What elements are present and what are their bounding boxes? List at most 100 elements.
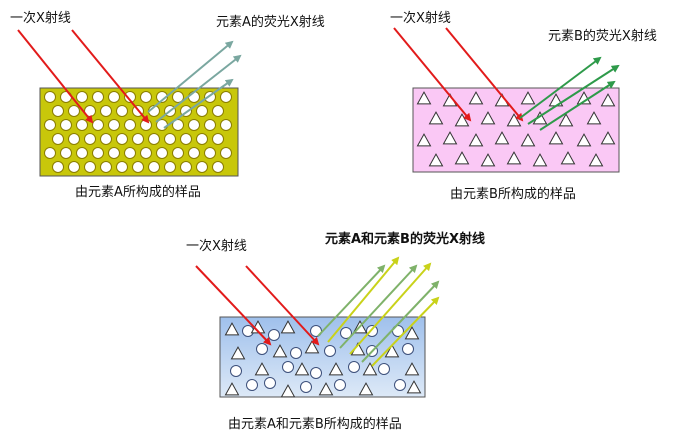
element-a-particle <box>204 147 216 159</box>
element-b-particle <box>548 131 564 145</box>
element-a-particle <box>164 161 176 173</box>
element-a-particle <box>92 119 104 131</box>
element-a-particle <box>140 119 152 131</box>
fluor-xray-label: 元素B的荧光X射线 <box>548 28 657 44</box>
element-b-particle <box>480 111 496 125</box>
element-a-particle <box>196 105 208 117</box>
primary-ray <box>393 27 472 122</box>
fluor-ray-b <box>519 56 602 119</box>
fluor-ray-c <box>349 262 432 355</box>
element-b-particle <box>532 153 548 167</box>
sample-caption: 由元素A所构成的样品 <box>75 184 201 200</box>
element-a-particle <box>340 327 352 339</box>
element-a-particle <box>334 379 346 391</box>
element-a-particle <box>68 105 80 117</box>
element-a-particle <box>290 347 302 359</box>
element-b-particle <box>576 91 592 105</box>
element-a-particle <box>220 119 232 131</box>
element-a-particle <box>76 91 88 103</box>
fluor-ray-b <box>527 64 620 125</box>
fluor-ray-c <box>371 296 440 367</box>
element-b-particle <box>520 133 536 147</box>
element-a-particle <box>76 147 88 159</box>
element-b-particle <box>358 382 374 396</box>
element-b-particle <box>404 326 420 340</box>
element-a-particle <box>212 161 224 173</box>
element-a-particle <box>172 147 184 159</box>
panel-element-a: 一次X射线 元素A的荧光X射线 由元素A所构成的样品 <box>10 10 325 200</box>
fluor-ray-a <box>147 40 234 113</box>
element-a-particle <box>132 133 144 145</box>
element-a-particle <box>180 161 192 173</box>
element-b-particle <box>558 113 574 127</box>
element-a-particle <box>230 365 242 377</box>
element-b-particle <box>600 131 616 145</box>
element-b-particle <box>560 151 576 165</box>
element-a-particle <box>52 161 64 173</box>
element-a-particle <box>324 345 336 357</box>
fluor-ray-c <box>327 256 400 343</box>
element-a-particles <box>44 91 232 173</box>
element-a-particle <box>246 379 258 391</box>
element-a-particle <box>156 147 168 159</box>
fluor-ray-b <box>539 80 616 131</box>
element-b-particle <box>576 133 592 147</box>
fluor-ray-a <box>155 54 242 123</box>
element-b-particle <box>224 382 240 396</box>
element-a-particle <box>282 361 294 373</box>
element-a-particle <box>268 329 280 341</box>
element-a-particle <box>188 119 200 131</box>
element-a-particle <box>256 343 268 355</box>
element-b-particle <box>254 362 270 376</box>
element-a-particle <box>348 361 360 373</box>
element-b-particle <box>520 91 536 105</box>
element-a-particle <box>116 105 128 117</box>
primary-xray-label: 一次X射线 <box>390 10 451 26</box>
element-b-particle <box>588 153 604 167</box>
element-b-particle <box>480 153 496 167</box>
element-a-particle <box>212 105 224 117</box>
fluor-xray-label: 元素A的荧光X射线 <box>216 14 325 30</box>
element-a-particle <box>124 91 136 103</box>
element-b-particle <box>416 91 432 105</box>
element-a-particle <box>116 133 128 145</box>
element-b-particle <box>404 362 420 376</box>
element-a-particle <box>394 379 406 391</box>
element-a-particle <box>220 91 232 103</box>
element-b-particle <box>468 91 484 105</box>
primary-ray <box>245 265 320 346</box>
element-b-particle <box>272 344 288 358</box>
element-a-particle <box>196 133 208 145</box>
element-b-particle <box>406 380 422 394</box>
element-a-particle <box>220 147 232 159</box>
fluor-ray-a <box>163 78 234 129</box>
element-a-particle <box>204 119 216 131</box>
element-a-particle <box>100 105 112 117</box>
primary-ray <box>71 29 150 124</box>
fluor-ray-c <box>339 264 418 349</box>
element-a-particle <box>84 161 96 173</box>
element-b-particle <box>224 322 240 336</box>
element-a-particle <box>68 161 80 173</box>
element-a-particle <box>52 133 64 145</box>
element-b-particle <box>586 111 602 125</box>
element-a-particle <box>108 147 120 159</box>
element-a-particle <box>148 161 160 173</box>
primary-xray-label: 一次X射线 <box>10 10 71 26</box>
sample-caption: 由元素A和元素B所构成的样品 <box>228 416 402 432</box>
element-a-particle <box>68 133 80 145</box>
element-a-particle <box>108 119 120 131</box>
element-b-particle <box>468 133 484 147</box>
element-a-particle <box>300 381 312 393</box>
primary-ray <box>195 265 272 346</box>
element-b-particle <box>280 320 296 334</box>
element-b-particle <box>416 133 432 147</box>
fluor-ray-c <box>317 264 386 337</box>
primary-xray-label: 一次X射线 <box>186 238 247 254</box>
element-b-particle <box>304 340 320 354</box>
element-b-particle <box>294 362 310 376</box>
fluor-xray-label: 元素A和元素B的荧光X射线 <box>325 231 485 247</box>
element-a-particle <box>60 119 72 131</box>
